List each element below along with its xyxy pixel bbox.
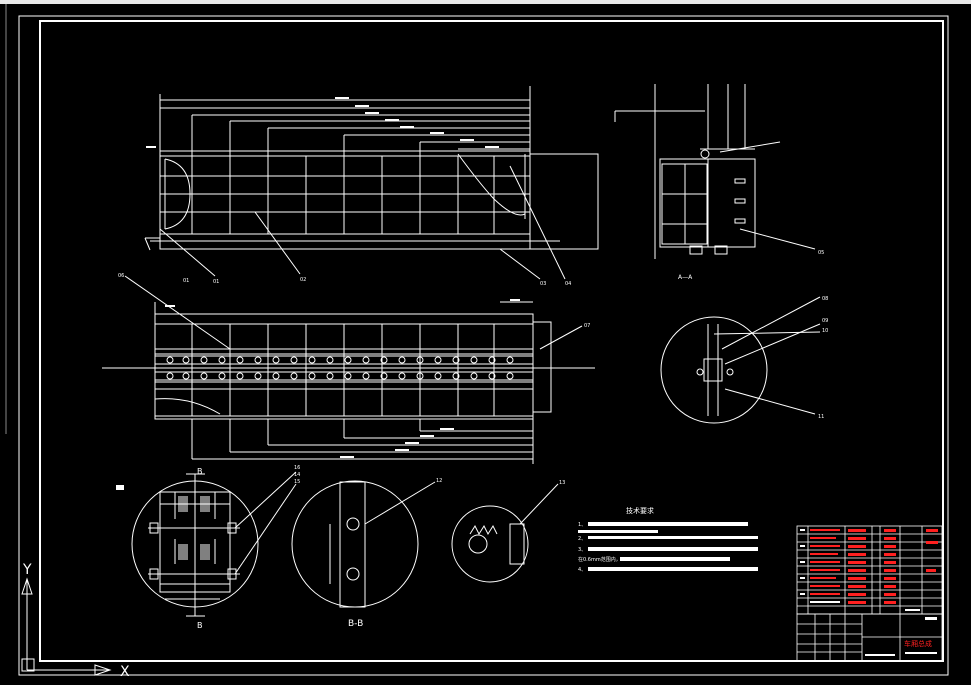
bom-red-text (810, 529, 938, 604)
balloon-02: 02 (300, 277, 306, 283)
front-view (144, 86, 599, 280)
ucs-x-label: X (120, 664, 130, 680)
ucs-y-label: Y (22, 562, 32, 578)
balloon-06: 06 (118, 273, 124, 279)
bom-white-text (800, 529, 937, 656)
outer-frame (18, 15, 949, 676)
balloon-05: 05 (818, 250, 824, 256)
balloon-11: 11 (818, 414, 824, 420)
detail-circle-small (451, 483, 559, 583)
tech-item-1: 1、 (578, 522, 586, 528)
balloon-10: 10 (822, 328, 828, 334)
balloon-04: 04 (565, 281, 571, 287)
balloon-15: 15 (294, 479, 300, 485)
top-dim-texts (165, 299, 520, 458)
tech-title: 技术要求 (626, 506, 654, 515)
title-block-name: 车厢总成 (904, 639, 932, 648)
detail-1-fills (178, 496, 210, 560)
tech-item-3: 3、 (578, 547, 586, 553)
tech-requirements: 技术要求 1、 2、 3、 在0.6mm范围内， 4、 (578, 506, 758, 573)
front-dim-texts (146, 97, 499, 148)
tech-item-2: 2、 (578, 536, 586, 542)
balloon-08: 08 (822, 296, 828, 302)
detail-b-label-bottom: B (197, 621, 203, 630)
balloon-13: 13 (559, 480, 565, 486)
front-balloons: 01 02 03 04 01 (183, 277, 571, 287)
balloon-09: 09 (822, 318, 828, 324)
detail-circle-bb (291, 480, 436, 608)
tech-item-3-cont: 在0.6mm范围内， (578, 556, 621, 563)
balloon-12: 12 (436, 478, 442, 484)
balloon-16: 16 (294, 465, 300, 471)
section-a-a (614, 84, 816, 259)
balloon-14: 14 (294, 472, 300, 478)
bom-table (796, 525, 943, 662)
section-a-a-label: A—A (678, 274, 693, 281)
detail-circle-1 (131, 471, 297, 617)
balloon-01-left: 01 (183, 278, 189, 284)
balloon-03: 03 (540, 281, 546, 287)
ucs-icon (21, 577, 112, 676)
cad-drawing-canvas[interactable]: 01 02 03 04 01 A—A 05 (0, 4, 971, 685)
bolt-row (154, 355, 534, 381)
detail-b-label-top: B (197, 467, 203, 476)
cad-drawing: 01 02 03 04 01 A—A 05 (5, 4, 949, 680)
detail-1-note (116, 485, 124, 490)
inner-frame (39, 20, 944, 662)
section-b-b-label: B-B (348, 619, 363, 629)
tech-item-4: 4、 (578, 567, 586, 573)
balloon-07: 07 (584, 323, 590, 329)
balloon-01: 01 (213, 279, 219, 285)
detail-circle-right (660, 296, 821, 424)
top-view (102, 275, 595, 464)
window-top-edge (0, 0, 971, 4)
